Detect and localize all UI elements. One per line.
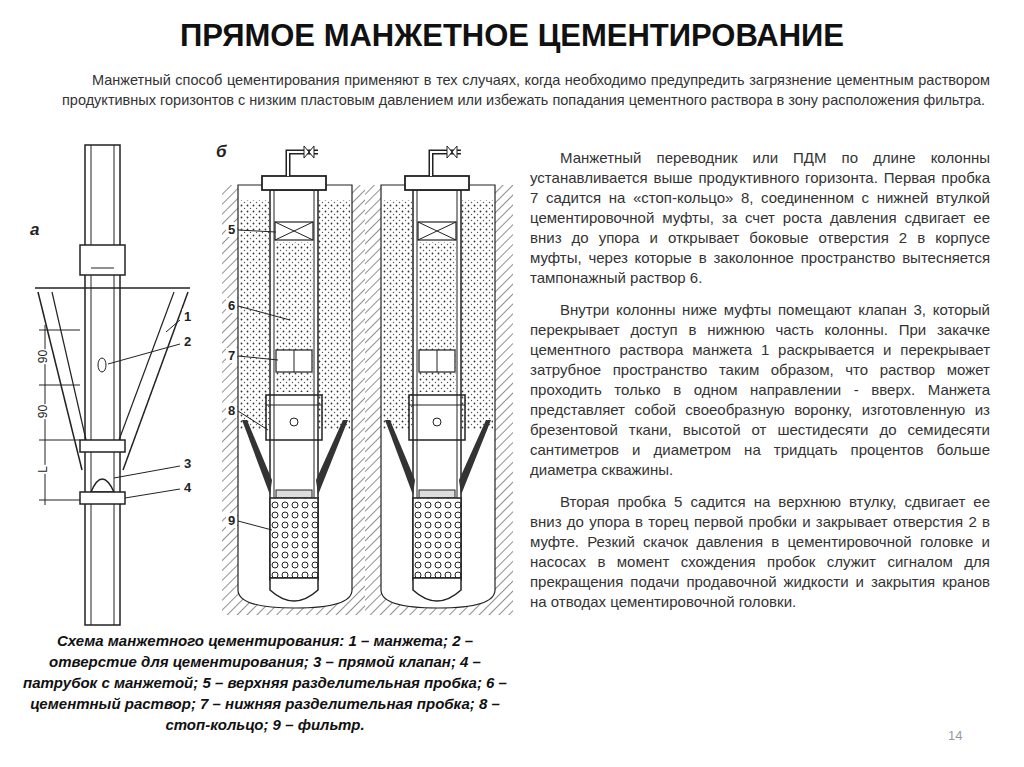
callout-number: 4 <box>182 480 193 495</box>
callout-number: 7 <box>226 348 237 363</box>
body-paragraph: Манжетный переводник или ПДМ по длине ко… <box>530 148 990 288</box>
body-paragraph: Внутри колонны ниже муфты помещают клапа… <box>530 300 990 480</box>
dimension-label: 90 <box>37 404 50 419</box>
callout-number: 6 <box>226 298 237 313</box>
callout-number: 2 <box>182 334 193 349</box>
page-number: 14 <box>948 728 962 743</box>
callout-number: 8 <box>226 403 237 418</box>
figure-b <box>222 146 513 615</box>
callout-number: 1 <box>182 309 193 324</box>
intro-paragraph: Манжетный способ цементирования применяю… <box>62 70 990 110</box>
dimension-label: L <box>37 465 50 474</box>
callout-number: 5 <box>226 222 237 237</box>
callout-number: 9 <box>226 513 237 528</box>
figure-letter: б <box>214 142 229 162</box>
dimension-label: 90 <box>37 349 50 364</box>
body-paragraph: Вторая пробка 5 садится на верхнюю втулк… <box>530 492 990 612</box>
figure-a <box>35 145 190 625</box>
figure-letter: а <box>28 220 41 240</box>
callout-number: 3 <box>182 456 193 471</box>
slide-title: ПРЯМОЕ МАНЖЕТНОЕ ЦЕМЕНТИРОВАНИЕ <box>0 18 1024 54</box>
figure-caption: Схема манжетного цементирования: 1 – ман… <box>20 630 510 735</box>
text-column: Манжетный переводник или ПДМ по длине ко… <box>530 148 990 624</box>
